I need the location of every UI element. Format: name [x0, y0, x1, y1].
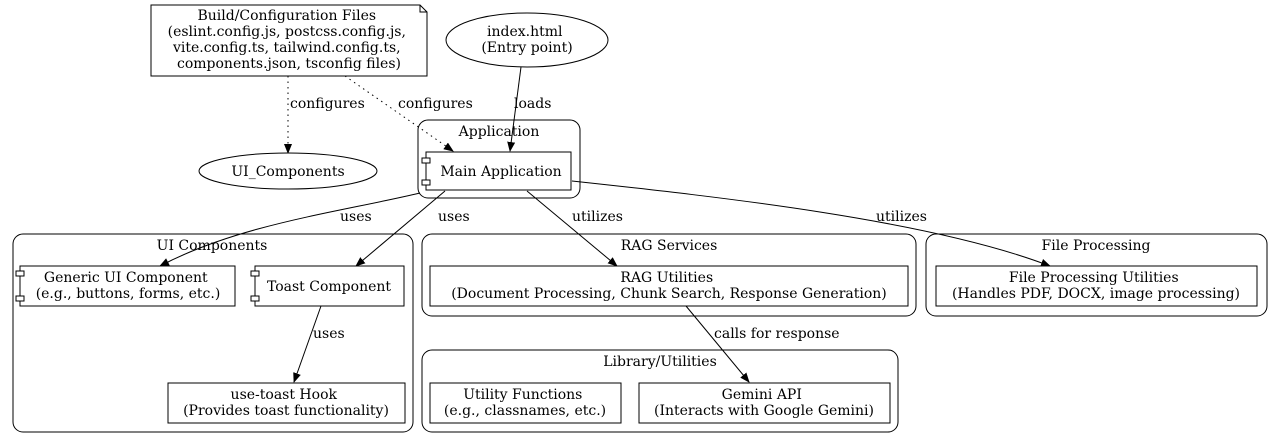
- edge-configures-app-label: configures: [398, 96, 473, 112]
- edge-configures-ui: configures: [284, 76, 365, 154]
- node-use-toast-hook-label: use-toast Hook (Provides toast functiona…: [183, 387, 389, 419]
- edge-uses-generic: uses: [159, 192, 421, 267]
- node-ui-components[interactable]: UI_Components: [198, 152, 378, 190]
- node-rag-utilities-label: RAG Utilities (Document Processing, Chun…: [451, 270, 887, 302]
- edge-calls-gemini-label: calls for response: [714, 326, 840, 342]
- node-utility-functions[interactable]: Utility Functions (e.g., classnames, etc…: [429, 382, 622, 424]
- edge-uses-toast-label: uses: [438, 209, 470, 225]
- node-main-application-label: Main Application: [440, 164, 561, 180]
- edge-calls-gemini: calls for response: [685, 305, 840, 383]
- node-rag-utilities[interactable]: RAG Utilities (Document Processing, Chun…: [429, 265, 909, 307]
- edge-loads: loads: [507, 66, 551, 152]
- node-config-files[interactable]: Build/Configuration Files (eslint.config…: [150, 4, 428, 77]
- node-gemini-api-label: Gemini API (Interacts with Google Gemini…: [654, 387, 874, 419]
- edge-uses-hook: uses: [293, 305, 345, 383]
- cluster-rag-services-label: RAG Services: [621, 238, 718, 254]
- node-main-application[interactable]: Main Application: [421, 151, 572, 191]
- node-index-html-label: index.html (Entry point): [481, 24, 572, 56]
- edge-utilizes-rag: utilizes: [526, 190, 623, 267]
- cluster-application-label: Application: [458, 124, 540, 140]
- node-index-html[interactable]: index.html (Entry point): [445, 12, 609, 68]
- node-use-toast-hook[interactable]: use-toast Hook (Provides toast functiona…: [167, 382, 406, 424]
- edge-uses-toast: uses: [355, 190, 470, 267]
- node-file-processing-utilities[interactable]: File Processing Utilities (Handles PDF, …: [935, 265, 1258, 307]
- edge-utilizes-file: utilizes: [571, 180, 1051, 267]
- node-generic-ui-component[interactable]: Generic UI Component (e.g., buttons, for…: [15, 265, 236, 307]
- node-file-processing-utilities-label: File Processing Utilities (Handles PDF, …: [952, 270, 1240, 302]
- cluster-ui-components-label: UI Components: [157, 238, 268, 254]
- cluster-file-processing-label: File Processing: [1042, 238, 1151, 254]
- node-config-files-label: Build/Configuration Files (eslint.config…: [168, 8, 411, 72]
- node-generic-ui-component-label: Generic UI Component (e.g., buttons, for…: [36, 270, 221, 302]
- edge-utilizes-rag-label: utilizes: [572, 209, 623, 225]
- cluster-library-utilities-label: Library/Utilities: [603, 354, 717, 370]
- edge-utilizes-file-label: utilizes: [876, 209, 927, 225]
- node-toast-component[interactable]: Toast Component: [250, 265, 405, 307]
- node-gemini-api[interactable]: Gemini API (Interacts with Google Gemini…: [638, 382, 891, 424]
- node-utility-functions-label: Utility Functions (e.g., classnames, etc…: [444, 387, 606, 419]
- edge-loads-label: loads: [514, 96, 551, 112]
- node-ui-components-label: UI_Components: [231, 164, 344, 180]
- edge-configures-app: configures: [344, 75, 473, 152]
- edge-uses-hook-label: uses: [313, 326, 345, 342]
- edge-configures-ui-label: configures: [290, 96, 365, 112]
- node-toast-component-label: Toast Component: [267, 279, 391, 295]
- edge-uses-generic-label: uses: [340, 209, 372, 225]
